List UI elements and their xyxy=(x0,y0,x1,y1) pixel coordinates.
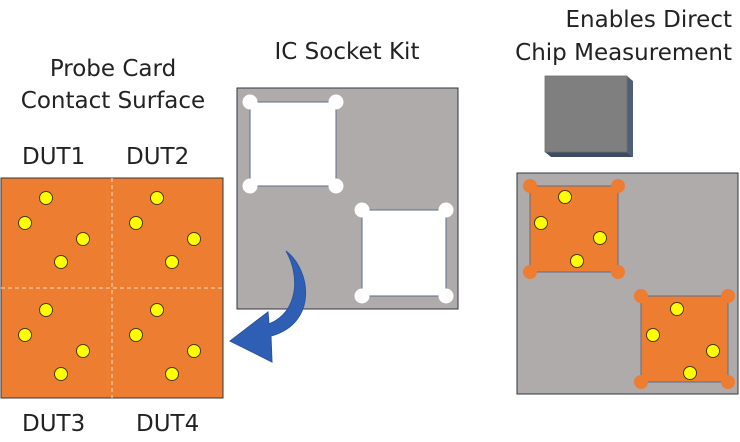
mounted-die-2-corner xyxy=(634,289,648,303)
socket-cavity-2-corner xyxy=(438,288,454,304)
die1-pins xyxy=(534,190,607,268)
contact-pin xyxy=(39,191,53,205)
socket-cavity-2-corner xyxy=(354,288,370,304)
contact-pin xyxy=(593,231,607,245)
mounted-die-2 xyxy=(634,289,735,389)
socket-cavity-1-corner xyxy=(328,94,344,110)
contact-pin xyxy=(187,232,201,246)
mounted-die-1 xyxy=(523,179,625,279)
contact-pin xyxy=(150,303,164,317)
contact-pin xyxy=(76,344,90,358)
dut1-label: DUT1 xyxy=(22,144,86,170)
probe-card-title-line2: Contact Surface xyxy=(20,88,206,114)
contact-pin xyxy=(76,232,90,246)
dut3-label: DUT3 xyxy=(22,411,86,437)
mounted-die-2-corner xyxy=(634,375,648,389)
socket-cavity-1-rect xyxy=(249,101,337,187)
socket-cavity-1-corner xyxy=(242,94,258,110)
probe-pins xyxy=(18,191,201,381)
contact-pin xyxy=(54,367,68,381)
probe-card xyxy=(0,177,224,399)
contact-pin xyxy=(706,344,720,358)
die2-pins xyxy=(646,302,720,380)
contact-pin xyxy=(165,367,179,381)
contact-pin xyxy=(165,255,179,269)
mounted-die-1-corner xyxy=(523,179,537,193)
socket-cavity-2-corner xyxy=(438,202,454,218)
socket-cavity-2 xyxy=(354,202,454,304)
contact-pin xyxy=(18,328,32,342)
ic-socket-title: IC Socket Kit xyxy=(274,39,420,65)
contact-pin xyxy=(187,344,201,358)
contact-pin xyxy=(646,328,660,342)
measurement-title-line1: Enables Direct xyxy=(565,7,732,33)
contact-pin xyxy=(54,255,68,269)
contact-pin xyxy=(18,216,32,230)
mounted-die-1-corner xyxy=(611,179,625,193)
socket-cavity-2-corner xyxy=(354,202,370,218)
socket-cavity-1 xyxy=(242,94,344,194)
measurement-board xyxy=(516,172,739,395)
curved-arrow-body xyxy=(229,250,306,363)
probe-card-board xyxy=(0,177,224,399)
probe-card-title-line1: Probe Card xyxy=(49,56,177,82)
dut2-label: DUT2 xyxy=(126,144,190,170)
contact-pin xyxy=(39,303,53,317)
contact-pin xyxy=(670,302,684,316)
socket-cavity-1-corner xyxy=(242,178,258,194)
chip-side-face xyxy=(627,76,633,157)
socket-cavity-1-corner xyxy=(328,178,344,194)
contact-pin xyxy=(150,191,164,205)
curved-arrow-icon xyxy=(229,250,306,363)
ic-socket-kit xyxy=(236,87,459,310)
contact-pin xyxy=(683,366,697,380)
chip-bottom-face xyxy=(545,152,633,157)
contact-pin xyxy=(558,190,572,204)
mounted-die-2-corner xyxy=(721,375,735,389)
dut4-label: DUT4 xyxy=(136,411,200,437)
contact-pin xyxy=(129,216,143,230)
mounted-die-2-corner xyxy=(721,289,735,303)
mounted-die-1-corner xyxy=(611,265,625,279)
socket-cavity-2-rect xyxy=(361,209,447,297)
chip xyxy=(544,75,633,157)
chip-top-face xyxy=(544,75,628,153)
measurement-title-line2: Chip Measurement xyxy=(515,40,732,66)
mounted-die-1-corner xyxy=(523,265,537,279)
contact-pin xyxy=(534,216,548,230)
contact-pin xyxy=(129,328,143,342)
contact-pin xyxy=(570,254,584,268)
